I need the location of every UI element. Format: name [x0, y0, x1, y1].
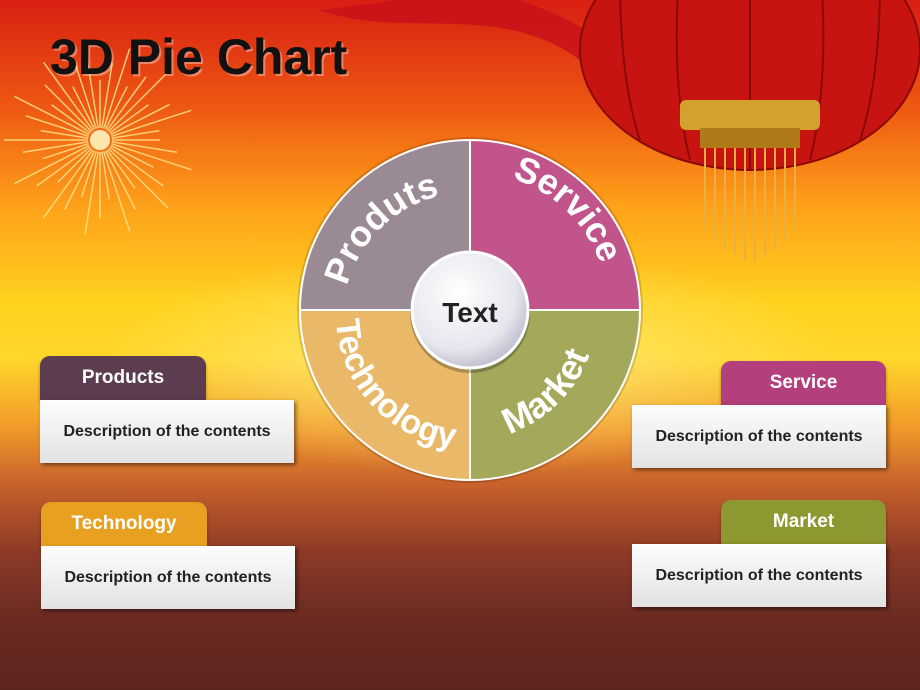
card-products-tab: Products — [40, 356, 206, 400]
wheel-center-label: Text — [442, 297, 498, 328]
card-technology-description: Description of the contents — [41, 546, 295, 609]
segment-market — [469, 309, 642, 482]
card-service-description: Description of the contents — [632, 405, 886, 468]
card-service-title: Service — [769, 372, 838, 393]
card-technology-title: Technology — [71, 513, 177, 534]
segment-technology — [298, 309, 471, 482]
segment-service — [469, 138, 642, 311]
card-technology-tab: Technology — [41, 502, 207, 546]
card-market-tab: Market — [721, 500, 886, 544]
card-service-tab: Service — [721, 361, 886, 405]
card-products-title: Products — [81, 367, 165, 388]
card-market-description: Description of the contents — [632, 544, 886, 607]
card-market-title: Market — [772, 511, 835, 532]
page-title: 3D Pie Chart — [50, 29, 348, 85]
wheel-hub — [410, 250, 530, 370]
firework-decoration — [4, 45, 192, 235]
lantern-decoration — [320, 0, 920, 262]
segment-products — [298, 138, 471, 311]
pie-wheel: Text Produts Service Market Technology — [297, 137, 643, 483]
card-products-description: Description of the contents — [40, 400, 294, 463]
